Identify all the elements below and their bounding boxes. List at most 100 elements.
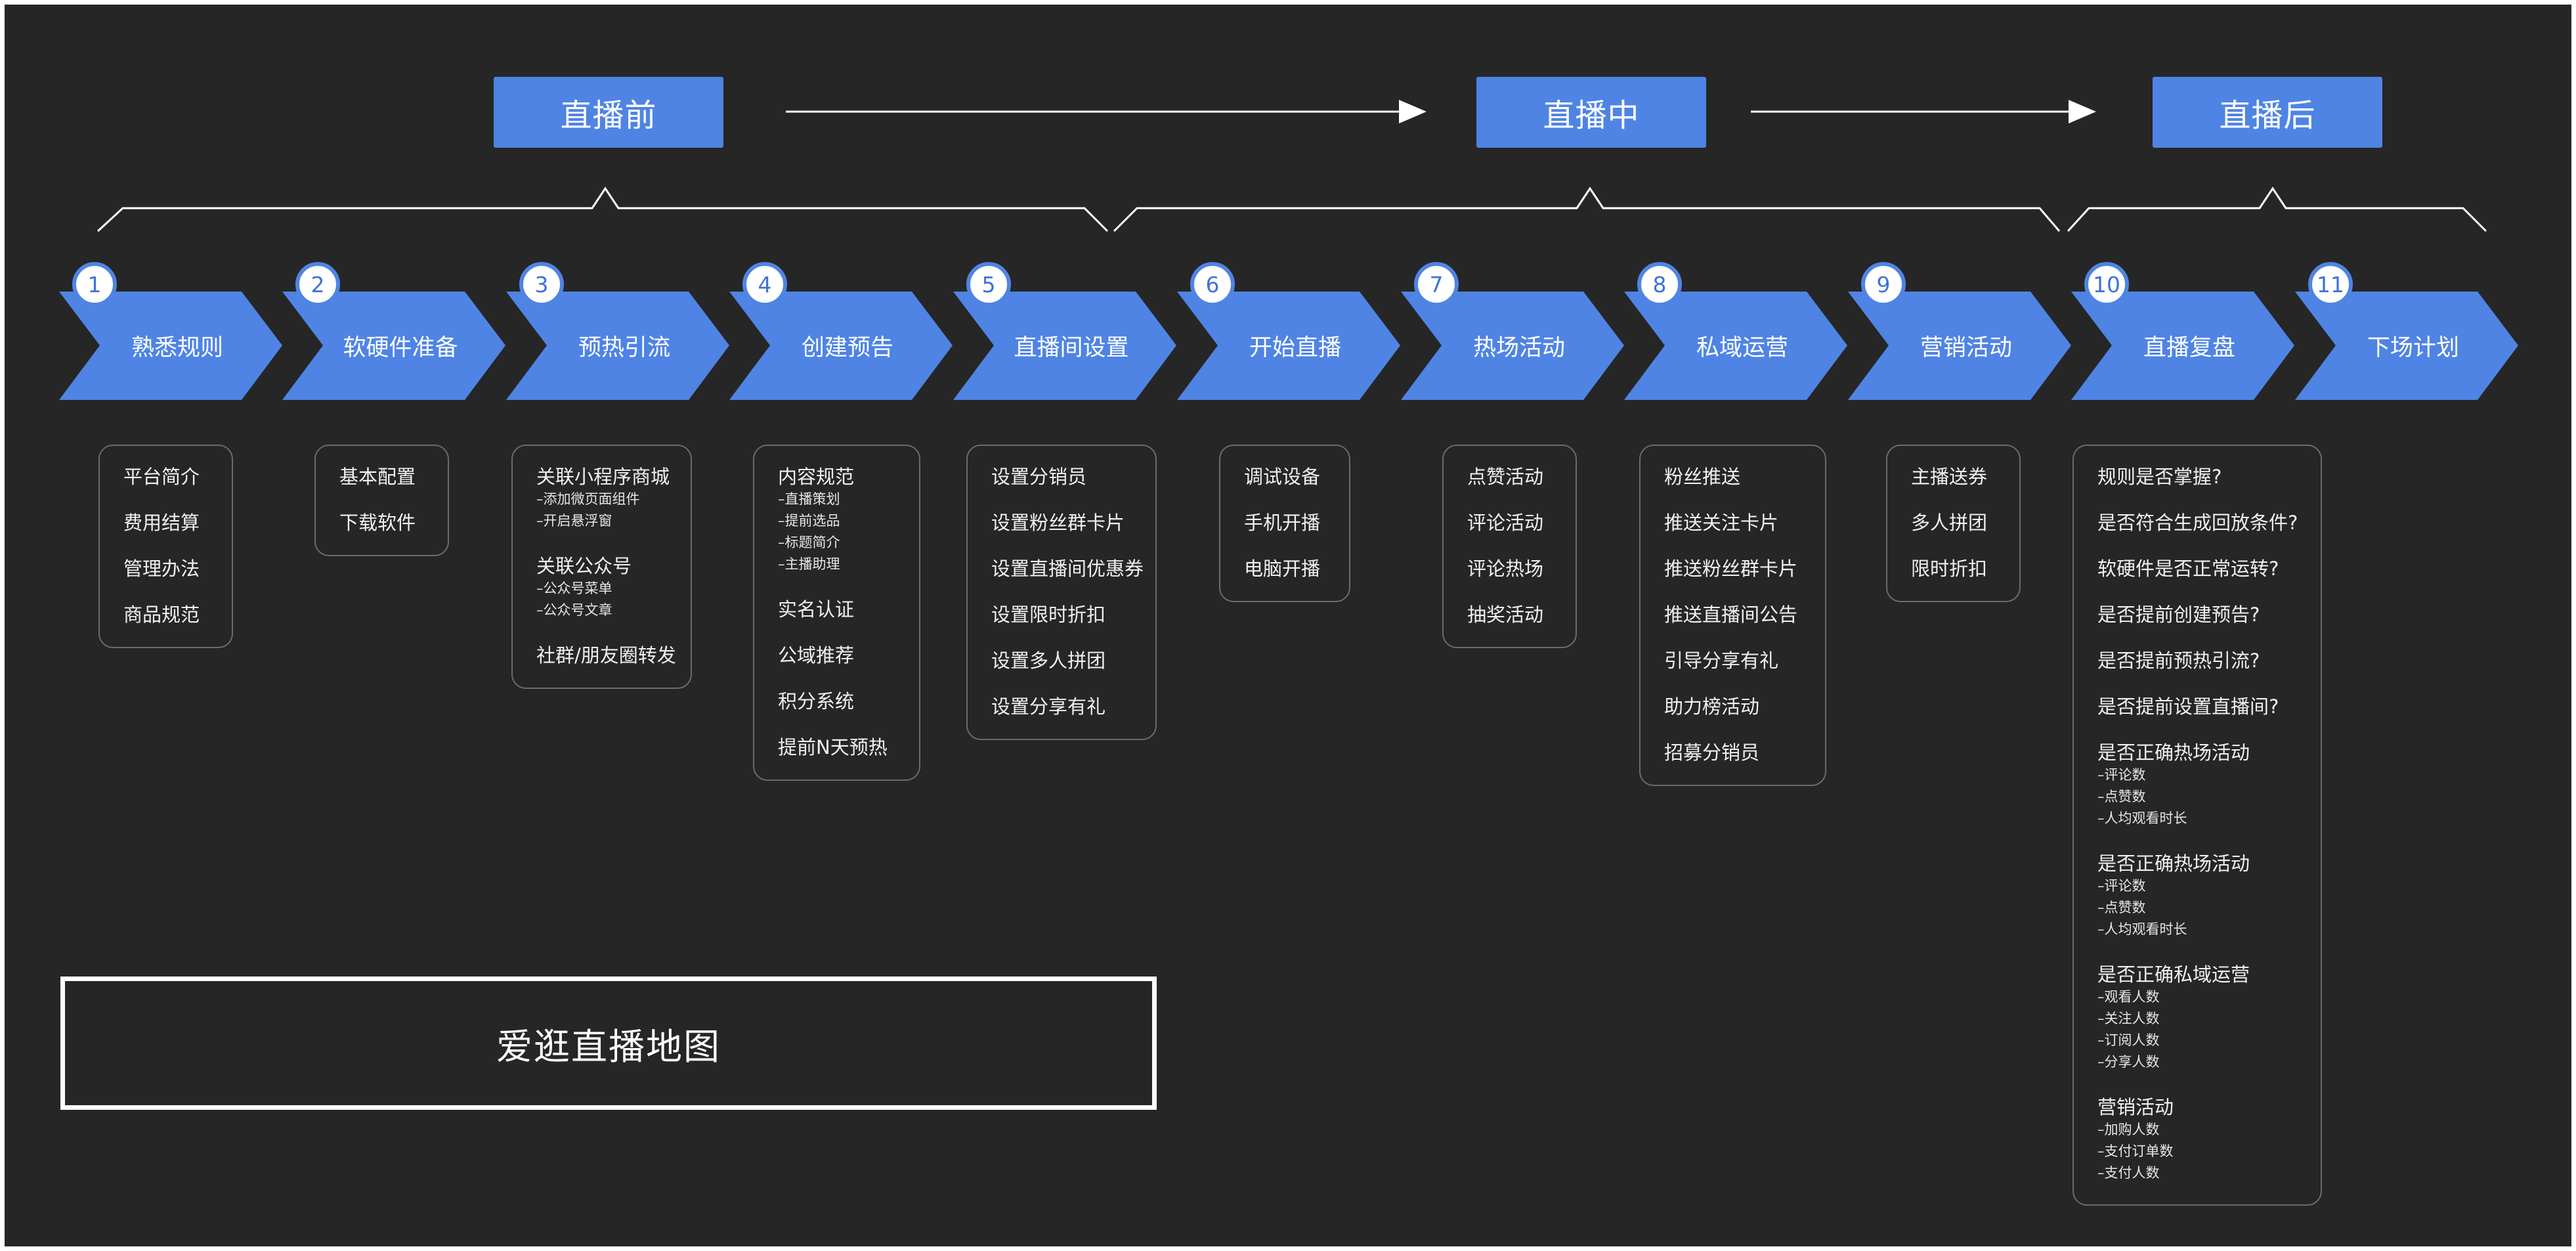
card-entry: 是否提前设置直播间?: [2074, 684, 2321, 730]
card-item: 设置粉丝群卡片: [991, 512, 1125, 534]
card-entry: 是否符合生成回放条件?: [2074, 500, 2321, 546]
step-6-details-card: 调试设备手机开播电脑开播: [1219, 445, 1350, 602]
card-item: 是否提前创建预告?: [2097, 604, 2260, 626]
card-item: 社群/朋友圈转发: [536, 644, 676, 667]
card-subitem: –关注人数: [2097, 1011, 2160, 1026]
card-entry: 设置分享有礼: [968, 684, 1155, 730]
card-subitem: –开启悬浮窗: [536, 513, 612, 529]
card-entry: 提前N天预热: [754, 724, 919, 770]
card-item: 积分系统: [778, 690, 855, 713]
card-entry: 电脑开播: [1220, 546, 1349, 592]
brace-before: [97, 187, 1109, 232]
card-subitem: –公众号菜单: [536, 581, 612, 596]
card-entry: 引导分享有礼: [1641, 638, 1825, 684]
card-item: 是否符合生成回放条件?: [2097, 512, 2298, 534]
chevron-shape: [1848, 292, 2071, 400]
card-subitem: –点赞数: [2097, 789, 2146, 804]
card-entry: 关联小程序商城 –添加微页面组件 –开启悬浮窗: [513, 454, 691, 543]
card-item: 设置直播间优惠券: [991, 558, 1144, 580]
card-item: 多人拼团: [1911, 512, 1988, 534]
step-number-badge: 2: [295, 262, 340, 307]
card-item: 关联公众号: [536, 555, 632, 577]
card-subitem: –评论数: [2097, 767, 2146, 783]
card-item: 设置限时折扣: [991, 604, 1106, 626]
card-item: 粉丝推送: [1664, 466, 1741, 488]
step-1-details-card: 平台简介费用结算管理办法商品规范: [98, 445, 233, 648]
card-subitem: –点赞数: [2097, 900, 2146, 915]
card-item: 是否正确热场活动: [2097, 741, 2250, 764]
card-subitem: –人均观看时长: [2097, 921, 2187, 937]
card-subitem: –添加微页面组件: [536, 491, 640, 507]
card-entry: 社群/朋友圈转发: [513, 632, 691, 678]
brace-after: [2067, 187, 2487, 232]
card-item: 抽奖活动: [1467, 604, 1544, 626]
card-entry: 多人拼团: [1887, 500, 2019, 546]
step-4-details-card: 内容规范–直播策划–提前选品–标题简介–主播助理实名认证公域推荐积分系统提前N天…: [753, 445, 920, 781]
phase-during-live: 直播中: [1476, 77, 1706, 148]
card-subitem: –观看人数: [2097, 989, 2160, 1005]
brace-during: [1113, 187, 2061, 232]
card-entry: 推送直播间公告: [1641, 592, 1825, 638]
card-entry: 限时折扣: [1887, 546, 2019, 592]
step-number-badge: 8: [1637, 262, 1682, 307]
card-subitem: –公众号文章: [536, 602, 612, 618]
step-label: 热场活动: [1472, 335, 1565, 361]
chevron-shape: [2295, 292, 2518, 400]
chevron-shape: [282, 292, 505, 400]
step-3-details-card: 关联小程序商城 –添加微页面组件 –开启悬浮窗关联公众号 –公众号菜单 –公众号文章社群…: [511, 445, 692, 689]
card-entry: 是否正确热场活动–评论数–点赞数–人均观看时长: [2074, 841, 2321, 952]
card-subitem: –评论数: [2097, 878, 2146, 894]
chevron-shape: [729, 292, 953, 400]
card-subitem: –标题简介: [778, 535, 840, 550]
card-item: 助力榜活动: [1664, 695, 1760, 718]
step-label: 创建预告: [801, 335, 893, 361]
card-entry: 积分系统: [754, 678, 919, 724]
card-entry: 助力榜活动: [1641, 684, 1825, 730]
card-item: 商品规范: [123, 604, 200, 626]
card-item: 设置分享有礼: [991, 695, 1106, 718]
step-5-details-card: 设置分销员设置粉丝群卡片设置直播间优惠券设置限时折扣设置多人拼团设置分享有礼: [966, 445, 1157, 740]
card-item: 规则是否掌握?: [2097, 466, 2222, 488]
step-9-details-card: 主播送券多人拼团限时折扣: [1886, 445, 2021, 602]
phase-label: 直播中: [1543, 97, 1640, 134]
step-label: 营销活动: [1920, 335, 2012, 361]
card-entry: 管理办法: [100, 546, 232, 592]
card-entry: 点赞活动: [1444, 454, 1576, 500]
card-entry: 招募分销员: [1641, 730, 1825, 776]
card-item: 实名认证: [778, 598, 855, 621]
card-item: 平台简介: [123, 466, 200, 488]
card-item: 引导分享有礼: [1664, 649, 1779, 672]
card-entry: 是否提前预热引流?: [2074, 638, 2321, 684]
card-item: 评论热场: [1467, 558, 1544, 580]
card-entry: 设置分销员: [968, 454, 1155, 500]
card-item: 手机开播: [1244, 512, 1321, 534]
card-entry: 平台简介: [100, 454, 232, 500]
card-entry: 是否正确私域运营–观看人数–关注人数–订阅人数–分享人数: [2074, 952, 2321, 1084]
card-item: 管理办法: [123, 558, 200, 580]
chevron-shape: [506, 292, 729, 400]
card-item: 提前N天预热: [778, 736, 888, 758]
card-item: 关联小程序商城: [536, 466, 670, 488]
map-title: 爱逛直播地图: [496, 1025, 721, 1068]
card-item: 限时折扣: [1911, 558, 1988, 580]
card-entry: 设置限时折扣: [968, 592, 1155, 638]
card-subitem: –支付人数: [2097, 1165, 2160, 1181]
card-item: 电脑开播: [1244, 558, 1321, 580]
step-label: 直播间设置: [1014, 335, 1129, 361]
card-item: 营销活动: [2097, 1096, 2174, 1118]
chevron-shape: [59, 292, 282, 400]
card-entry: 推送关注卡片: [1641, 500, 1825, 546]
card-entry: 抽奖活动: [1444, 592, 1576, 638]
card-item: 主播送券: [1911, 466, 1988, 488]
phase-before-live: 直播前: [494, 77, 723, 148]
card-subitem: –人均观看时长: [2097, 810, 2187, 826]
step-number-badge: 7: [1414, 262, 1459, 307]
step-number-badge: 6: [1190, 262, 1235, 307]
step-number-badge: 1: [72, 262, 117, 307]
